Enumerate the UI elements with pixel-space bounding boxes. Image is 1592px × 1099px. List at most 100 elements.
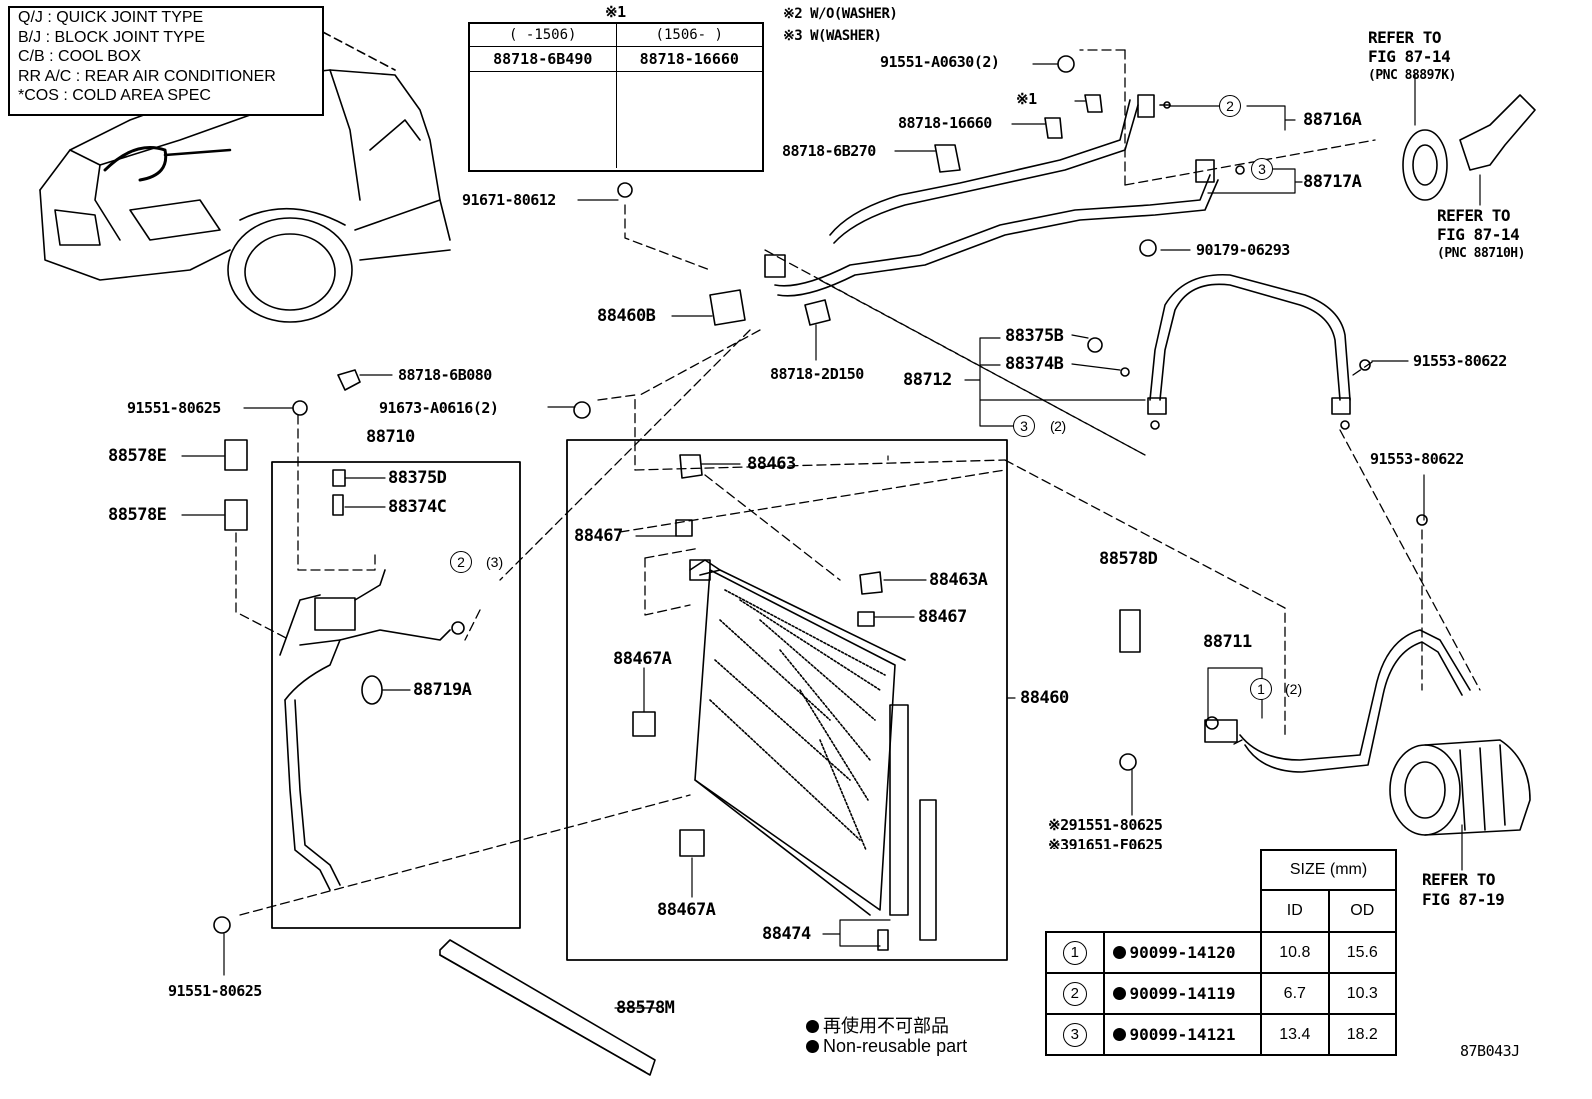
part-88711[interactable]: 88711	[1203, 632, 1252, 652]
size-row-3-id: 13.4	[1260, 1013, 1330, 1056]
part-88578d[interactable]: 88578D	[1099, 549, 1158, 569]
part-88474[interactable]: 88474	[762, 924, 811, 944]
size-row-1-part[interactable]: 90099-14120	[1129, 943, 1236, 962]
oring-callout-2-left[interactable]: 2	[450, 551, 472, 573]
vehicle-illustration	[39, 19, 451, 323]
part-88467a-upper[interactable]: 88467A	[613, 649, 672, 669]
oring-callout-3-mid[interactable]: 3	[1013, 415, 1035, 437]
part-91671-80612[interactable]: 91671-80612	[462, 191, 556, 209]
clip-88718-6b080	[337, 369, 361, 391]
bracket-88463	[679, 454, 703, 479]
condenser-box	[566, 439, 1008, 961]
footnote-dot-en	[806, 1040, 819, 1053]
part-91551-80625-lower[interactable]: 91551-80625	[168, 982, 262, 1000]
part-88467-upper[interactable]: 88467	[574, 526, 623, 546]
part-88718-6b270[interactable]: 88718-6B270	[782, 142, 876, 160]
oring-size-table: SIZE (mm) ID OD 1 90099-14120 10.8 15.6 …	[1045, 849, 1398, 1056]
part-88578e-upper[interactable]: 88578E	[108, 446, 167, 466]
bolt-91671	[617, 182, 633, 198]
size-row-3-part[interactable]: 90099-14121	[1129, 1025, 1236, 1044]
variant-part-2[interactable]: 88718-16660	[639, 50, 739, 68]
bolt-91551-upper	[292, 400, 308, 416]
oring-qty-3: (2)	[1050, 418, 1066, 434]
part-88374b[interactable]: 88374B	[1005, 354, 1064, 374]
part-88718-2d150[interactable]: 88718-2D150	[770, 365, 864, 383]
footnote-dot-jp	[806, 1020, 819, 1033]
part-88375b[interactable]: 88375B	[1005, 326, 1064, 346]
size-row-1-od: 15.6	[1327, 931, 1398, 974]
cap-88375d	[332, 469, 346, 487]
part-88374c[interactable]: 88374C	[388, 497, 447, 517]
refer-88897k-line1: REFER TO	[1368, 28, 1442, 47]
bolt-91553-b	[1416, 514, 1428, 526]
refer-88710h[interactable]: REFER TO FIG 87-14 (PNC 88710H)	[1437, 206, 1525, 263]
part-88467-lower[interactable]: 88467	[918, 607, 967, 627]
part-291551-80625[interactable]: ※291551-80625	[1048, 816, 1163, 834]
part-88718-16660[interactable]: 88718-16660	[898, 114, 992, 132]
size-row-2-id: 6.7	[1260, 972, 1330, 1015]
clip-88718-16660	[1044, 117, 1063, 139]
part-88460b[interactable]: 88460B	[597, 306, 656, 326]
size-row-1-num: 1	[1062, 940, 1087, 965]
dryer-88474	[877, 929, 889, 951]
oring-callout-3-top[interactable]: 3	[1251, 158, 1273, 180]
part-88717a[interactable]: 88717A	[1303, 172, 1362, 192]
refer-87-19[interactable]: REFER TO FIG 87-19	[1422, 870, 1505, 910]
note1-mark: ※1	[605, 3, 626, 21]
part-88578m[interactable]: 88578M	[616, 998, 675, 1018]
part-88712[interactable]: 88712	[903, 370, 952, 390]
size-row-1[interactable]: 1 90099-14120 10.8 15.6	[1045, 931, 1398, 974]
hose-assembly-upper	[764, 94, 1245, 297]
clip-variant-table: ( -1506) (1506- ) 88718-6B490 88718-1666…	[468, 22, 764, 172]
part-88718-6b080[interactable]: 88718-6B080	[398, 366, 492, 384]
clip-88718-6b270	[934, 144, 961, 173]
footnote-en-text: Non-reusable part	[823, 1036, 968, 1056]
part-88375d[interactable]: 88375D	[388, 468, 447, 488]
nut-90179	[1139, 239, 1157, 257]
part-88716a[interactable]: 88716A	[1303, 110, 1362, 130]
part-88467a-lower[interactable]: 88467A	[657, 900, 716, 920]
oring-88711	[1205, 716, 1219, 730]
bolt-91551-lower	[213, 916, 231, 934]
size-row-3-od: 18.2	[1327, 1013, 1398, 1056]
size-row-3[interactable]: 3 90099-14121 13.4 18.2	[1045, 1013, 1398, 1056]
leader-lines	[181, 63, 1481, 1009]
part-91673-a0616[interactable]: 91673-A0616(2)	[379, 399, 499, 417]
oring-qty-2: (3)	[486, 554, 504, 570]
variant-part-1[interactable]: 88718-6B490	[470, 47, 617, 71]
variant-range-1: ( -1506)	[470, 24, 617, 46]
cap-88375b	[1087, 337, 1103, 353]
part-91553-80622-lower[interactable]: 91553-80622	[1370, 450, 1464, 468]
size-row-2-part[interactable]: 90099-14119	[1129, 984, 1236, 1003]
part-91553-80622-upper[interactable]: 91553-80622	[1413, 352, 1507, 370]
variant-image-1	[470, 72, 617, 168]
part-91551-80625-upper[interactable]: 91551-80625	[127, 399, 221, 417]
note3-text: ※3 W(WASHER)	[783, 28, 882, 44]
refer-87-19-line2: FIG 87-19	[1422, 890, 1505, 909]
size-row-1-id: 10.8	[1260, 931, 1330, 974]
footnote-en: Non-reusable part	[806, 1036, 967, 1057]
size-header: SIZE (mm)	[1260, 849, 1397, 891]
size-row-2[interactable]: 2 90099-14119 6.7 10.3	[1045, 972, 1398, 1015]
legend-qj: Q/J : QUICK JOINT TYPE	[18, 9, 204, 26]
refer-88897k-line3: (PNC 88897K)	[1368, 68, 1456, 83]
bolt-91551-a0630	[1057, 55, 1075, 73]
part-88578e-lower[interactable]: 88578E	[108, 505, 167, 525]
part-88719a[interactable]: 88719A	[413, 680, 472, 700]
clip-88718-2d150	[804, 299, 831, 326]
part-88463[interactable]: 88463	[747, 454, 796, 474]
oring-callout-1[interactable]: 1	[1250, 678, 1272, 700]
oring-callout-2-top[interactable]: 2	[1219, 95, 1241, 117]
part-91551-a0630[interactable]: 91551-A0630(2)	[880, 53, 1000, 71]
refer-88710h-line2: FIG 87-14	[1437, 225, 1520, 244]
part-88710[interactable]: 88710	[366, 427, 415, 447]
note2-text: ※2 W/O(WASHER)	[783, 6, 898, 22]
part-note1-clip[interactable]: ※1	[1016, 90, 1037, 108]
refer-88897k[interactable]: REFER TO FIG 87-14 (PNC 88897K)	[1368, 28, 1456, 85]
part-88463a[interactable]: 88463A	[929, 570, 988, 590]
part-90179-06293[interactable]: 90179-06293	[1196, 241, 1290, 259]
figure-code: 87B043J	[1460, 1042, 1520, 1060]
size-row-3-num: 3	[1062, 1022, 1087, 1047]
legend-rr-ac: RR A/C : REAR AIR CONDITIONER	[18, 67, 276, 85]
part-88460[interactable]: 88460	[1020, 688, 1069, 708]
